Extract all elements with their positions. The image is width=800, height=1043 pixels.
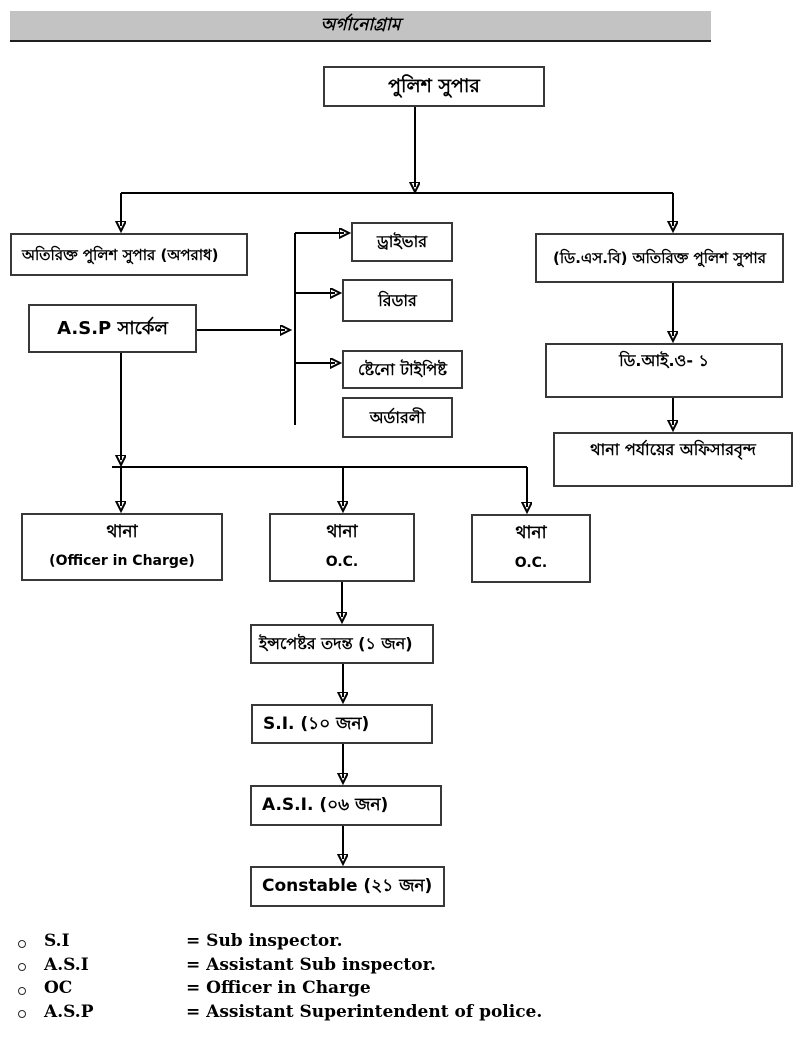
legend-row-si: S.I = Sub inspector. bbox=[18, 931, 542, 955]
node-reader: রিডার bbox=[342, 279, 453, 322]
thana-3-subtitle: O.C. bbox=[514, 555, 548, 572]
circle-bullet-icon bbox=[18, 986, 26, 995]
legend-definition: = Sub inspector. bbox=[186, 931, 343, 951]
legend-row-asp: A.S.P = Assistant Superintendent of poli… bbox=[18, 1002, 542, 1026]
thana-2-title: থানা bbox=[326, 522, 358, 542]
abbreviation-legend: S.I = Sub inspector. A.S.I = Assistant S… bbox=[18, 931, 542, 1025]
legend-term: A.S.I bbox=[44, 954, 89, 975]
thana-1-subtitle: (Officer in Charge) bbox=[49, 553, 195, 570]
circle-bullet-icon bbox=[18, 963, 26, 972]
node-asp-circle: A.S.P সার্কেল bbox=[28, 304, 197, 353]
legend-definition: = Assistant Sub inspector. bbox=[186, 954, 436, 975]
node-constable: Constable (২১ জন) bbox=[250, 866, 445, 907]
node-dio-1: ডি.আই.ও- ১ bbox=[545, 343, 783, 398]
node-additional-police-super-crime: অতিরিক্ত পুলিশ সুপার (অপরাধ) bbox=[10, 233, 248, 276]
page-title: অর্গানোগ্রাম bbox=[320, 14, 401, 35]
legend-row-oc: OC = Officer in Charge bbox=[18, 978, 542, 1002]
node-thana-oc-right: থানা O.C. bbox=[471, 514, 591, 583]
node-thana-level-officers: থানা পর্যায়ের অফিসারবৃন্দ bbox=[553, 432, 793, 487]
node-thana-officer-in-charge: থানা (Officer in Charge) bbox=[21, 513, 223, 581]
node-police-super: পুলিশ সুপার bbox=[323, 66, 545, 107]
node-assistant-sub-inspector: A.S.I. (০৬ জন) bbox=[250, 785, 442, 826]
circle-bullet-icon bbox=[18, 1010, 26, 1019]
page-title-bar: অর্গানোগ্রাম bbox=[10, 11, 711, 42]
node-thana-oc-middle: থানা O.C. bbox=[269, 513, 415, 582]
legend-term: OC bbox=[44, 978, 73, 998]
node-inspector-investigation: ইন্সপেষ্টর তদন্ত (১ জন) bbox=[250, 624, 434, 664]
legend-definition: = Assistant Superintendent of police. bbox=[186, 1001, 543, 1022]
node-orderly: অর্ডারলী bbox=[342, 397, 453, 438]
legend-term: A.S.P bbox=[44, 1001, 94, 1022]
thana-1-title: থানা bbox=[106, 522, 138, 542]
node-sub-inspector: S.I. (১০ জন) bbox=[251, 704, 433, 744]
legend-term: S.I bbox=[44, 931, 70, 951]
node-steno-typist: ষ্টেনো টাইপিষ্ট bbox=[342, 350, 463, 389]
node-driver: ড্রাইভার bbox=[351, 222, 453, 262]
legend-definition: = Officer in Charge bbox=[186, 978, 371, 998]
thana-2-subtitle: O.C. bbox=[325, 554, 359, 571]
node-dsb-additional-police-super: (ডি.এস.বি) অতিরিক্ত পুলিশ সুপার bbox=[535, 233, 784, 283]
circle-bullet-icon bbox=[18, 939, 26, 948]
legend-row-asi: A.S.I = Assistant Sub inspector. bbox=[18, 955, 542, 979]
thana-3-title: থানা bbox=[515, 523, 547, 543]
